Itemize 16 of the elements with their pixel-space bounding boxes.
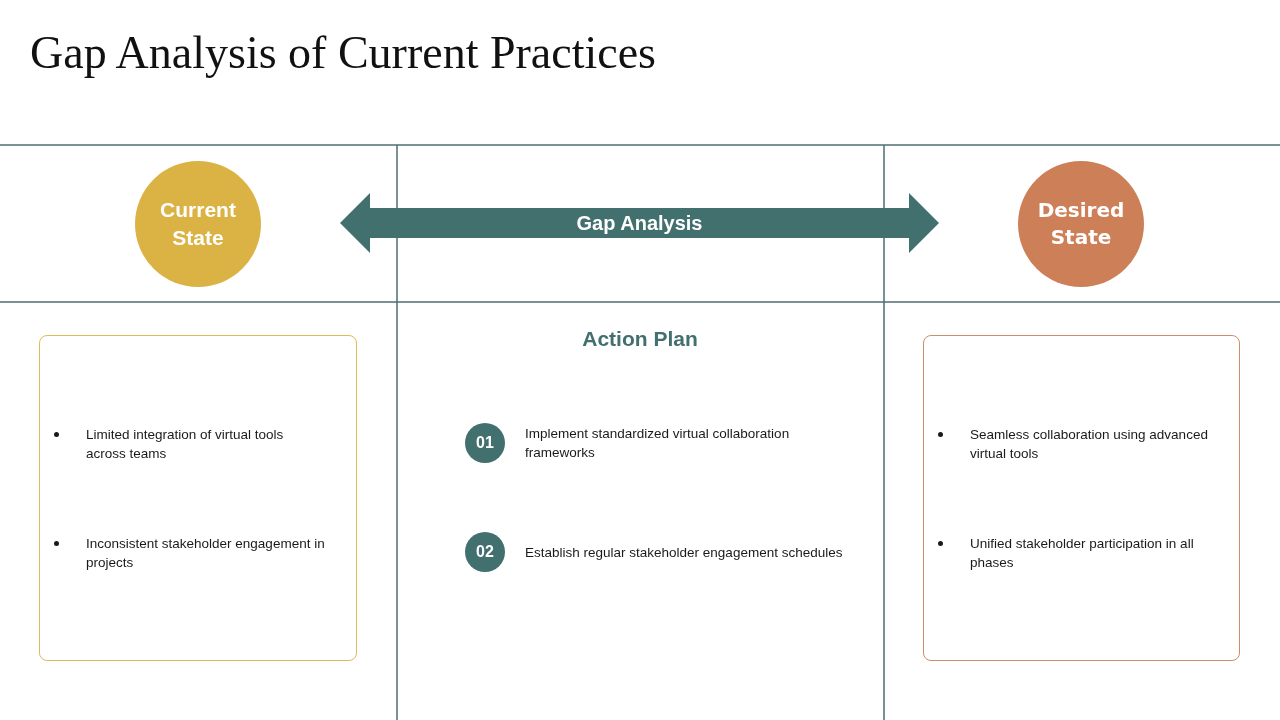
section-heading: Action Plan bbox=[582, 326, 698, 352]
bullet-item: Limited integration of virtual tools across teams bbox=[54, 425, 326, 463]
bullet-item: Inconsistent stakeholder engagement in projects bbox=[54, 534, 326, 572]
item-text: Implement standardized virtual collaboration frameworks bbox=[525, 425, 791, 462]
bullet-item: Seamless collaboration using advanced virtual tools bbox=[938, 425, 1210, 463]
double-arrow bbox=[340, 193, 939, 253]
content-panel bbox=[39, 335, 357, 661]
content-panel bbox=[923, 335, 1240, 661]
item-text: Establish regular stakeholder engagement schedules bbox=[525, 543, 844, 562]
page-title: Gap Analysis of Current Practices bbox=[30, 26, 656, 80]
number-badge: 02 bbox=[465, 532, 505, 572]
state-circle: Current State bbox=[135, 161, 261, 287]
number-badge: 01 bbox=[465, 423, 505, 463]
state-circle: Desired State bbox=[1018, 161, 1144, 287]
edge-label: Gap Analysis bbox=[576, 211, 703, 235]
bullet-item: Unified stakeholder participation in all phases bbox=[938, 534, 1210, 572]
